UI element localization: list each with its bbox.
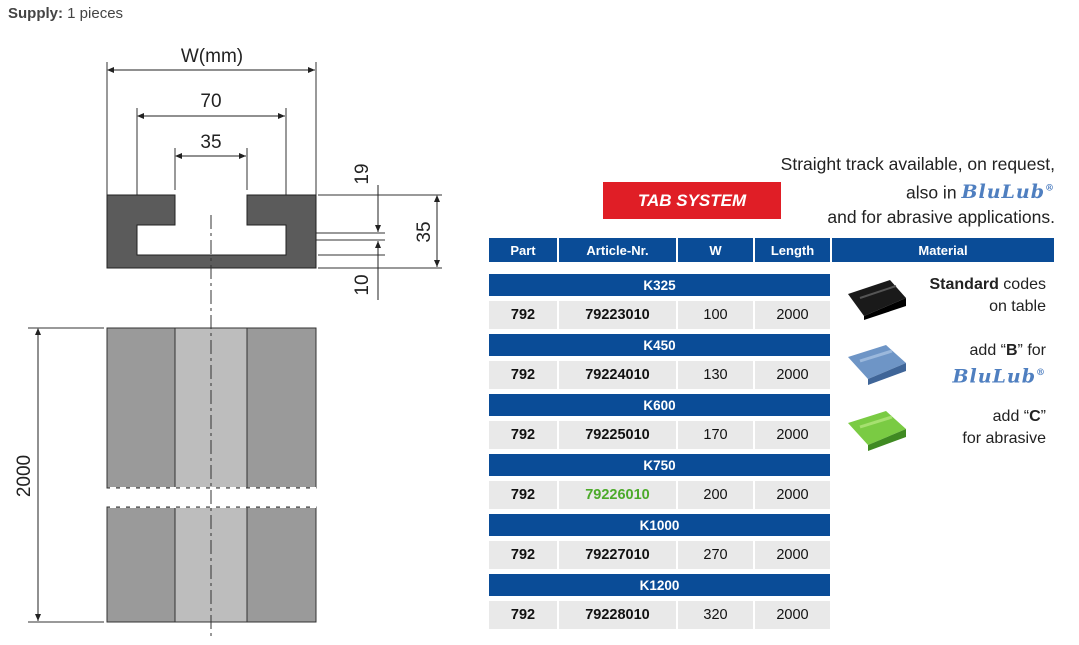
cell-w: 130 [678, 361, 753, 389]
cell-w: 270 [678, 541, 753, 569]
cell-length: 2000 [755, 601, 830, 629]
blulub-material-text: add “B” for BluLub® [952, 342, 1046, 388]
header-part: Part [489, 238, 557, 262]
cell-article: 79225010 [559, 421, 676, 449]
dim-label-35: 35 [200, 132, 221, 153]
cell-w: 170 [678, 421, 753, 449]
cell-length: 2000 [755, 361, 830, 389]
cell-article: 79227010 [559, 541, 676, 569]
profile-cross-section [106, 194, 317, 269]
tab-system-badge: TAB SYSTEM [603, 182, 781, 219]
cell-part: 792 [489, 301, 557, 329]
header-length: Length [755, 238, 830, 262]
cell-length: 2000 [755, 421, 830, 449]
cell-length: 2000 [755, 541, 830, 569]
group-header: K325 [489, 274, 830, 296]
supply-label: Supply: [8, 5, 63, 22]
note-line-1: Straight track available, on request, [780, 154, 1055, 174]
cell-w: 200 [678, 481, 753, 509]
cell-part: 792 [489, 421, 557, 449]
cell-part: 792 [489, 361, 557, 389]
dim-label-w: W(mm) [181, 46, 243, 67]
cell-article: 79228010 [559, 601, 676, 629]
blulub-logo: BluLub® [961, 181, 1055, 204]
dim-label-19: 19 [352, 163, 373, 184]
abrasive-material-text: add “C” for abrasive [962, 408, 1046, 447]
profile-drawing: W(mm) 70 35 19 35 10 2000 [14, 46, 442, 640]
cell-length: 2000 [755, 301, 830, 329]
blulub-logo-small: BluLub® [952, 365, 1046, 388]
header-material: Material [832, 238, 1054, 262]
supply-line: Supply: 1 pieces [8, 5, 123, 22]
cell-part: 792 [489, 601, 557, 629]
header-article: Article-Nr. [559, 238, 676, 262]
cell-article: 79224010 [559, 361, 676, 389]
group-header: K1200 [489, 574, 830, 596]
supply-value: 1 pieces [67, 5, 124, 22]
dim-label-70: 70 [200, 91, 221, 112]
dim-label-10: 10 [352, 274, 373, 295]
cell-part: 792 [489, 541, 557, 569]
standard-material-swatch [848, 280, 906, 320]
group-header: K1000 [489, 514, 830, 536]
group-header: K450 [489, 334, 830, 356]
note-prefix: also in [905, 182, 957, 203]
cell-article: 79226010 [559, 481, 676, 509]
note-line-3: and for abrasive applications. [827, 207, 1055, 228]
cell-length: 2000 [755, 481, 830, 509]
abrasive-material-swatch [848, 411, 906, 451]
header-w: W [678, 238, 753, 262]
standard-material-text: Standard codes on table [929, 276, 1047, 315]
blulub-material-swatch [848, 345, 906, 385]
cell-w: 320 [678, 601, 753, 629]
group-header: K600 [489, 394, 830, 416]
cell-article: 79223010 [559, 301, 676, 329]
cell-part: 792 [489, 481, 557, 509]
availability-note: Straight track available, on request, al… [735, 152, 1055, 230]
group-header: K750 [489, 454, 830, 476]
dim-label-2000: 2000 [14, 455, 35, 497]
note-line-2: also in BluLub® [735, 177, 1055, 205]
cell-w: 100 [678, 301, 753, 329]
dim-label-35-side: 35 [414, 221, 435, 242]
